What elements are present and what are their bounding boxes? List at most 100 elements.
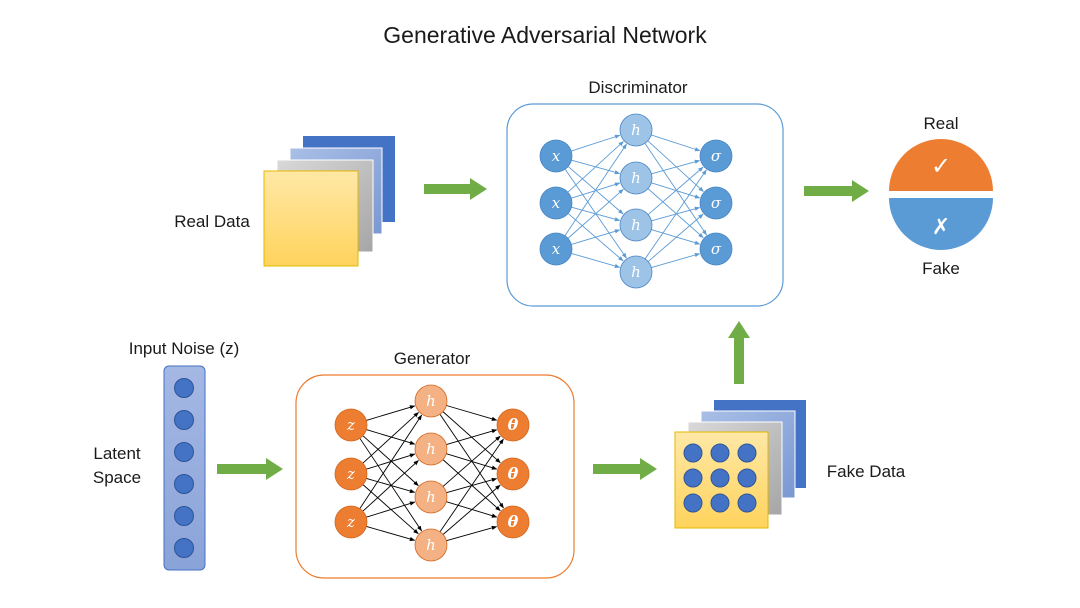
discriminator-edge xyxy=(647,166,704,215)
cross-icon: ✗ xyxy=(932,215,950,240)
discriminator-hidden-node-label: h xyxy=(631,263,641,281)
discriminator-hidden-node xyxy=(619,208,653,242)
arrow-real-to-discriminator xyxy=(424,178,487,200)
generator-hidden-node-label: h xyxy=(426,440,436,458)
fake-data-stack xyxy=(674,400,806,529)
discriminator-output-node xyxy=(699,232,733,266)
fake-sample-dot xyxy=(737,468,757,488)
generator-output-node xyxy=(496,408,530,442)
noise-vector-panel xyxy=(163,365,206,571)
diagram-title: Generative Adversarial Network xyxy=(383,22,707,48)
discriminator-hidden-node-label: h xyxy=(631,121,641,139)
fake-data-label: Fake Data xyxy=(827,462,906,481)
generator-output-node xyxy=(496,505,530,539)
arrow-noise-to-generator xyxy=(217,458,283,480)
discriminator-input-node-label: x xyxy=(552,194,561,212)
discriminator-input-node-label: x xyxy=(552,240,561,258)
arrow-discriminator-to-output xyxy=(804,180,869,202)
discriminator-edge xyxy=(647,188,704,239)
real-data-label: Real Data xyxy=(174,212,250,231)
arrow-fake-to-discriminator xyxy=(728,321,750,384)
discriminator-output-node xyxy=(699,186,733,220)
generator-edge xyxy=(359,438,422,532)
generator-output-node xyxy=(496,457,530,491)
discriminator-label: Discriminator xyxy=(588,78,688,97)
generator-edge xyxy=(446,405,498,421)
generator-hidden-node xyxy=(414,384,448,418)
noise-dot xyxy=(174,442,194,462)
fake-sample-dot xyxy=(710,468,730,488)
generator-input-node-label: z xyxy=(346,416,355,434)
generator-input-node xyxy=(334,408,368,442)
discriminator-input-node xyxy=(539,139,573,173)
fake-sample-dot xyxy=(683,493,703,513)
generator-hidden-node xyxy=(414,528,448,562)
real-data-stack xyxy=(263,136,395,267)
discriminator-output-node-label: σ xyxy=(711,147,722,165)
discriminator-edge xyxy=(647,213,704,262)
generator-input-node-label: z xyxy=(346,513,355,531)
discriminator-input-node xyxy=(539,232,573,266)
fake-sample-dots xyxy=(683,443,757,513)
discriminator-hidden-node xyxy=(619,113,653,147)
generator-edge xyxy=(439,438,504,533)
fake-output-half xyxy=(889,198,993,250)
generator-edge xyxy=(446,429,498,445)
fake-sample-dot xyxy=(683,468,703,488)
generator-hidden-node-label: h xyxy=(426,392,436,410)
generator-hidden-node xyxy=(414,480,448,514)
discriminator-edge xyxy=(651,134,701,152)
discriminator-output-node xyxy=(699,139,733,173)
discriminator-edge xyxy=(651,252,701,269)
noise-dot xyxy=(174,410,194,430)
discriminator-edge xyxy=(571,229,621,245)
latent-space-label-line1: Latent xyxy=(93,444,141,463)
generator-edge xyxy=(446,525,498,542)
discriminator-edge xyxy=(571,252,621,269)
generator-output-node-label: θ xyxy=(508,415,519,434)
arrow-generator-to-fake xyxy=(593,458,657,480)
generator-edge xyxy=(362,412,419,464)
generator-label: Generator xyxy=(394,349,471,368)
noise-dot xyxy=(174,378,194,398)
generator-edge xyxy=(362,435,419,486)
generator-output-node-label: θ xyxy=(508,512,519,531)
real-data-layer-front xyxy=(263,170,359,267)
generator-input-node-label: z xyxy=(346,465,355,483)
fake-sample-dot xyxy=(710,443,730,463)
real-fake-output-circle xyxy=(889,139,993,250)
discriminator-edge xyxy=(567,188,624,239)
generator-edge xyxy=(366,429,416,445)
generator-edge xyxy=(362,460,419,512)
fake-sample-dot xyxy=(683,443,703,463)
fake-output-label: Fake xyxy=(922,259,960,278)
discriminator-edge xyxy=(651,159,701,175)
real-output-label: Real xyxy=(924,114,959,133)
real-output-half xyxy=(889,139,993,191)
fake-sample-dot xyxy=(737,493,757,513)
noise-dot xyxy=(174,506,194,526)
discriminator-edge xyxy=(571,134,621,152)
generator-edge xyxy=(366,525,416,542)
fake-sample-dot xyxy=(737,443,757,463)
discriminator-edge xyxy=(567,141,624,193)
discriminator-edge xyxy=(644,169,707,260)
generator-output-node-label: θ xyxy=(508,464,519,483)
discriminator-input-node xyxy=(539,186,573,220)
discriminator-hidden-node-label: h xyxy=(631,216,641,234)
latent-space-label-line2: Space xyxy=(93,468,141,487)
fake-sample-dot xyxy=(710,493,730,513)
noise-dot xyxy=(174,474,194,494)
generator-hidden-node xyxy=(414,432,448,466)
discriminator-hidden-node xyxy=(619,161,653,195)
generator-input-node xyxy=(334,505,368,539)
check-icon: ✓ xyxy=(931,152,951,180)
discriminator-edge xyxy=(564,143,627,236)
noise-vector-dots xyxy=(174,378,194,558)
discriminator-input-node-label: x xyxy=(552,147,561,165)
discriminator-hidden-node xyxy=(619,255,653,289)
